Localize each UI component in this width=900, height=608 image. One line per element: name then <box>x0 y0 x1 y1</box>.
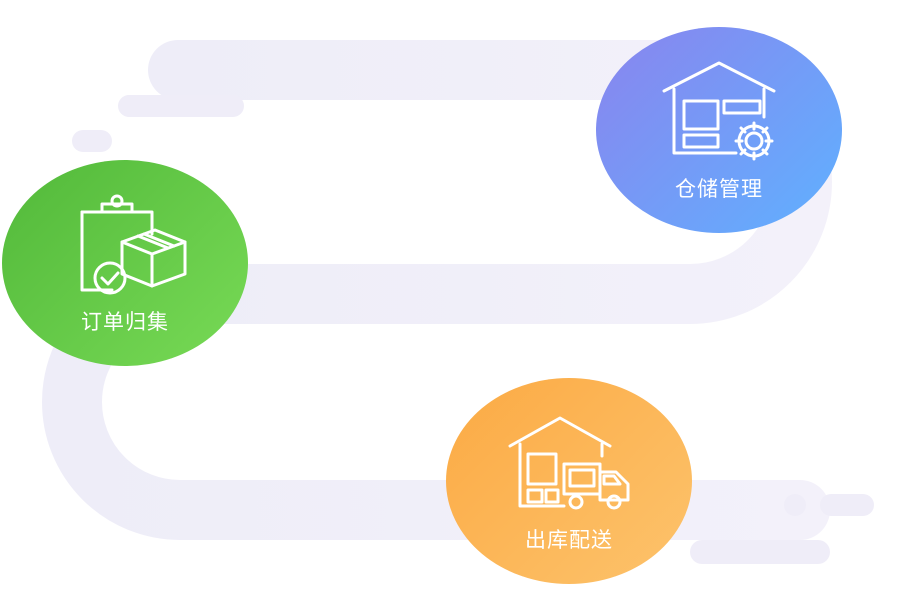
step-outbound-delivery[interactable]: 出库配送 <box>446 378 692 584</box>
step-warehouse-management[interactable]: 仓储管理 <box>596 27 842 233</box>
step-delivery-label: 出库配送 <box>525 528 613 552</box>
step-warehouse-label: 仓储管理 <box>675 177 763 201</box>
warehouse-gear-icon <box>662 61 776 161</box>
warehouse-truck-icon <box>508 416 630 510</box>
step-order-collection[interactable]: 订单归集 <box>2 160 248 366</box>
clipboard-package-check-icon <box>80 194 187 295</box>
step-order-label: 订单归集 <box>81 310 169 334</box>
